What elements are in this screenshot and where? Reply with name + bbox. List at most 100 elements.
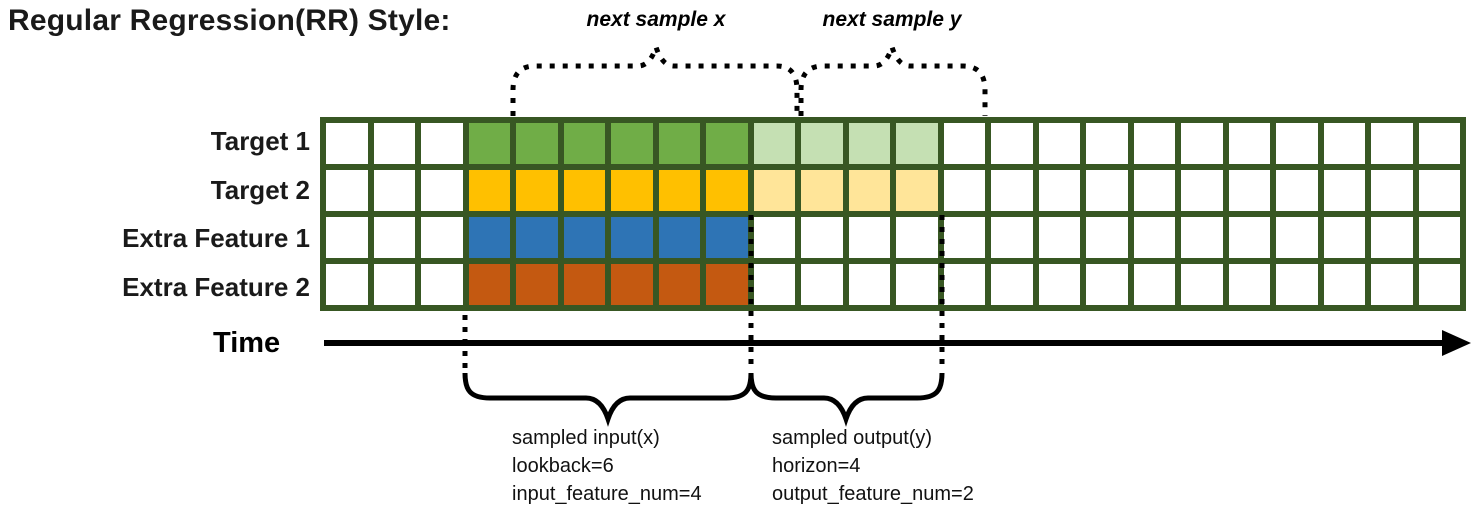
grid-cell [1038,264,1080,305]
grid-cell [1276,123,1318,164]
grid-cell [658,264,700,305]
grid-cell [1181,123,1223,164]
grid-cell [943,123,985,164]
grid-cell [991,170,1033,211]
diagram-title: Regular Regression(RR) Style: [8,4,451,37]
next-sample-x-label: next sample x [586,8,726,31]
grid-cell [1133,123,1175,164]
grid-cell [801,264,843,305]
grid-cell [801,217,843,258]
grid-cell [943,264,985,305]
grid-cell [1323,123,1365,164]
grid-cell [611,217,653,258]
sampled-input-brace [462,372,754,427]
grid-cell [373,217,415,258]
grid-cell [706,123,748,164]
grid-cell [421,264,463,305]
grid-cell [943,217,985,258]
grid-cell [1418,123,1460,164]
sampled-input-annotation: sampled input(x) lookback=6 input_featur… [512,424,702,508]
grid-cell [1181,264,1223,305]
row-label-extra-feature-2: Extra Feature 2 [122,272,310,302]
grid-cell [1228,264,1270,305]
grid-cell [1371,170,1413,211]
grid-cell [516,123,558,164]
grid-cell [468,170,510,211]
grid-cell [896,123,938,164]
grid-cell [516,217,558,258]
grid-cell [801,123,843,164]
grid-cell [1086,170,1128,211]
grid-cell [1086,123,1128,164]
grid-cell [516,264,558,305]
grid-cell [563,123,605,164]
sampled-input-title: sampled input(x) [512,427,660,449]
grid-cell [991,123,1033,164]
grid-cell [848,123,890,164]
grid-cell [706,217,748,258]
grid-cell [753,123,795,164]
grid-cell [1323,217,1365,258]
grid-cell [753,170,795,211]
grid-cell [1181,217,1223,258]
time-axis-arrowhead [1442,330,1471,356]
grid-cell [1418,170,1460,211]
grid-cell [991,217,1033,258]
input-feature-num-value: input_feature_num=4 [512,483,702,505]
grid-cell [1371,217,1413,258]
grid-cell [801,170,843,211]
grid-cell [1323,264,1365,305]
row-label-target-2: Target 2 [210,175,310,205]
sampled-output-brace [748,372,945,427]
output-feature-num-value: output_feature_num=2 [772,483,974,505]
grid-cell [421,217,463,258]
grid-cell [658,170,700,211]
next-sample-y-brace [798,38,988,116]
time-series-grid [320,117,1466,311]
grid-cell [1371,123,1413,164]
sampled-output-annotation: sampled output(y) horizon=4 output_featu… [772,424,974,508]
grid-cell [468,264,510,305]
grid-cell [421,170,463,211]
grid-cell [991,264,1033,305]
grid-cell [563,264,605,305]
grid-cell [1133,170,1175,211]
grid-cell [706,264,748,305]
grid-cell [943,170,985,211]
grid-cell [611,123,653,164]
grid-cell [896,264,938,305]
grid-cell [563,217,605,258]
grid-cell [848,264,890,305]
grid-cell [658,217,700,258]
grid-cell [1228,217,1270,258]
grid-cell [516,170,558,211]
grid-cell [1323,170,1365,211]
grid-cell [468,217,510,258]
grid-cell [1133,217,1175,258]
grid-cell [896,217,938,258]
grid-cell [753,264,795,305]
grid-cell [1228,123,1270,164]
next-sample-x-brace [510,38,800,116]
grid-cell [706,170,748,211]
grid-cell [1276,217,1318,258]
sampled-output-title: sampled output(y) [772,427,933,449]
grid-cell [468,123,510,164]
grid-cell [1038,217,1080,258]
grid-cell [1228,170,1270,211]
grid-cell [326,123,368,164]
grid-cell [848,170,890,211]
grid-cell [563,170,605,211]
grid-cell [326,170,368,211]
grid-cell [373,170,415,211]
grid-cell [1181,170,1223,211]
horizon-value: horizon=4 [772,455,861,477]
grid-cell [611,170,653,211]
grid-cell [373,123,415,164]
grid-cell [326,264,368,305]
grid-cell [421,123,463,164]
grid-cell [1276,170,1318,211]
grid-cell [896,170,938,211]
grid-cell [1086,264,1128,305]
